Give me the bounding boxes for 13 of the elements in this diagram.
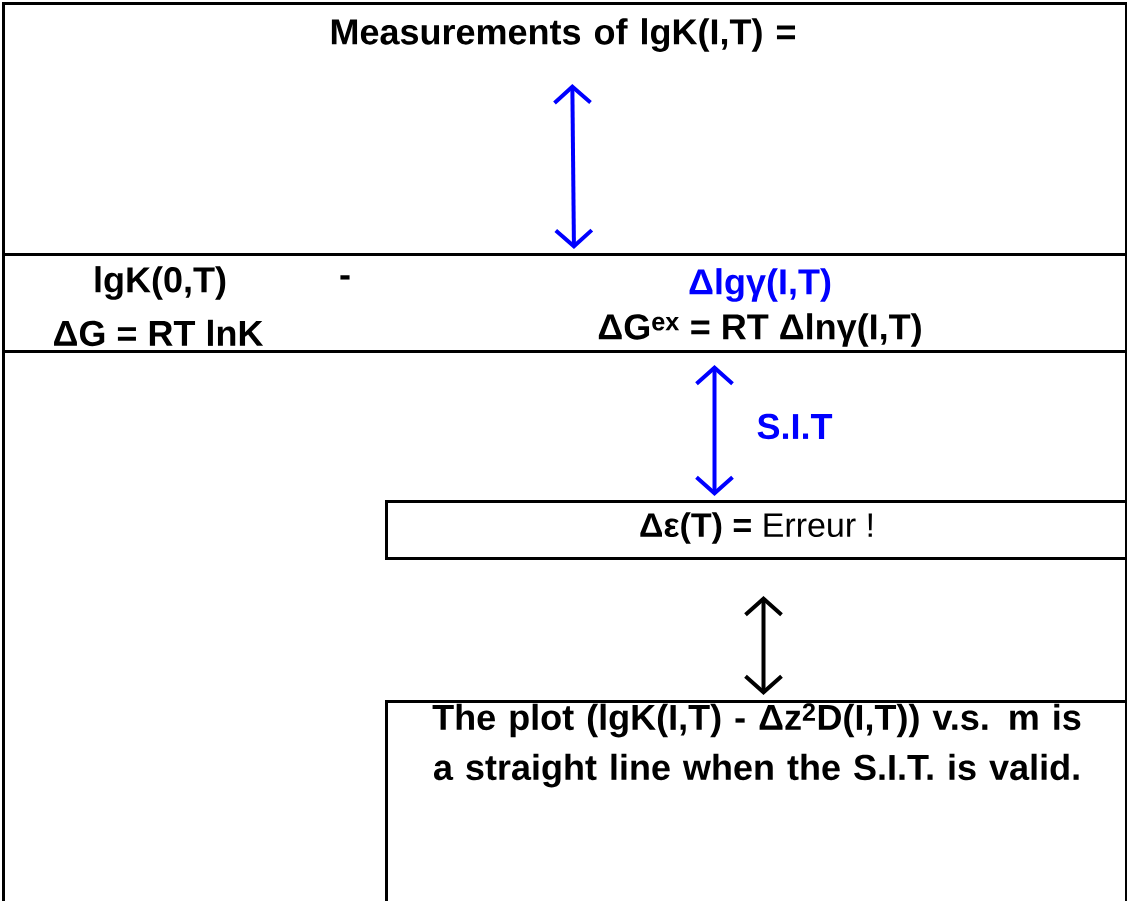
text-box: The plot (lgK(I,T) - Δz$^{2}$D(I,T)) v.s. m is a straight line when the S.I.T. is valid. bbox=[385, 700, 1127, 901]
text-box: Δε(T) = Erreur ! bbox=[385, 500, 1127, 560]
panel bbox=[2, 350, 1127, 901]
double-arrow bbox=[695, 365, 734, 496]
formula-text: ΔG$^{ex}$ = RT Δlnγ(I,T) bbox=[598, 313, 921, 347]
formula-text: - bbox=[340, 275, 350, 280]
text-box: Measurements of lgK(I,T) = bbox=[2, 2, 1127, 256]
formula-text: ΔG = RT lnK bbox=[54, 319, 264, 347]
formula-text: lgK(0,T) bbox=[95, 266, 226, 300]
formula-text: Δlgγ(I,T) bbox=[689, 268, 831, 302]
double-arrow bbox=[553, 84, 594, 249]
edge-label: S.I.T bbox=[757, 413, 833, 440]
double-arrow bbox=[744, 596, 783, 695]
